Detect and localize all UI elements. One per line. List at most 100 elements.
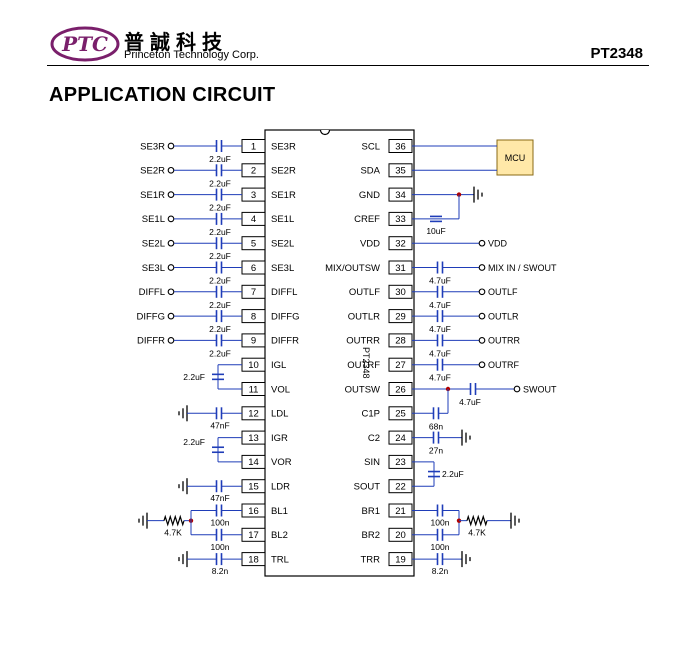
pin-number: 3: [251, 190, 256, 201]
pin-number: 12: [248, 409, 259, 420]
bl-res-value: 4.7K: [164, 528, 182, 538]
input-cap-value: 2.2uF: [209, 348, 231, 358]
output-cap-value: 4.7uF: [429, 373, 451, 383]
pin-number: 29: [395, 311, 406, 322]
pin-name: VOR: [271, 457, 292, 468]
pin-number: 15: [248, 482, 259, 493]
page-header: PTC 普誠科技 Princeton Technology Corp. PT23…: [0, 0, 685, 80]
pin-number: 36: [395, 141, 406, 152]
input-cap-value: 2.2uF: [209, 203, 231, 213]
input-terminal: [167, 142, 175, 150]
pin-name: OUTLF: [349, 287, 380, 298]
pin-number: 2: [251, 166, 256, 177]
input-terminal: [167, 166, 175, 174]
pin-number: 9: [251, 336, 256, 347]
sin-cap-value: 2.2uF: [442, 469, 464, 479]
output-terminal: [478, 288, 486, 296]
input-label: SE3R: [140, 141, 165, 152]
pin-number: 10: [248, 360, 259, 371]
pin-number: 25: [395, 409, 406, 420]
output-cap-value: 4.7uF: [429, 324, 451, 334]
input-terminal: [167, 264, 175, 271]
c2-cap-value: 27n: [429, 446, 443, 456]
pin-number: 14: [248, 457, 259, 468]
output-label: MIX IN / SWOUT: [488, 263, 557, 273]
header-divider: [47, 65, 649, 66]
input-cap-value: 2.2uF: [209, 227, 231, 237]
pin-name: BL2: [271, 530, 288, 541]
pin-name: SDA: [360, 166, 380, 177]
pin-number: 28: [395, 336, 406, 347]
pin-name: TRL: [271, 554, 289, 565]
c1p-cap-value: 68n: [429, 421, 443, 431]
pin-name: IGL: [271, 360, 286, 371]
input-terminal: [167, 337, 175, 344]
svg-text:PTC: PTC: [61, 32, 108, 56]
input-terminal: [167, 239, 175, 247]
ic-part-label: PT2348: [361, 347, 371, 379]
pin-name: SE1R: [271, 190, 296, 201]
pin-name: OUTSW: [345, 384, 380, 395]
vdd-label: VDD: [488, 239, 508, 249]
pin-number: 33: [395, 214, 406, 225]
input-cap-value: 2.2uF: [209, 276, 231, 286]
vol-cap-value: 2.2uF: [183, 372, 205, 382]
input-label: SE2L: [142, 239, 165, 250]
input-terminal: [167, 312, 175, 320]
br-res-value: 4.7K: [468, 528, 486, 538]
input-cap-value: 2.2uF: [209, 251, 231, 261]
input-label: SE1R: [140, 190, 165, 201]
pin-name: SIN: [364, 457, 380, 468]
pin-number: 11: [249, 384, 259, 395]
pin-number: 27: [395, 360, 406, 371]
company-name-english: Princeton Technology Corp.: [124, 49, 259, 61]
pin-name: OUTRF: [347, 360, 380, 371]
output-cap-value: 4.7uF: [429, 300, 451, 310]
vdd-terminal: [478, 239, 486, 247]
pin-name: SE2L: [271, 239, 294, 250]
pin-number: 32: [395, 239, 406, 250]
pin-name: VOL: [271, 384, 290, 395]
trl-cap-value: 8.2n: [212, 566, 229, 576]
pin-number: 35: [395, 166, 406, 177]
pin-number: 31: [395, 263, 406, 274]
pin-number: 17: [248, 530, 259, 541]
pin-name: SE3R: [271, 141, 296, 152]
input-terminal: [167, 191, 175, 198]
pin-number: 5: [251, 239, 256, 250]
pin-number: 34: [395, 190, 406, 201]
part-number: PT2348: [590, 45, 643, 62]
pin-name: LDL: [271, 409, 288, 420]
section-title: APPLICATION CIRCUIT: [49, 84, 276, 106]
input-label: SE3L: [142, 263, 165, 274]
input-terminal: [167, 215, 175, 223]
pin-name: SOUT: [354, 482, 381, 493]
pin-number: 30: [395, 287, 406, 298]
br1-cap-value: 100n: [431, 518, 450, 528]
pin-name: OUTRR: [346, 336, 380, 347]
pin-name: LDR: [271, 482, 290, 493]
pin-name: C2: [368, 433, 380, 444]
pin-name: DIFFL: [271, 287, 297, 298]
output-terminal: [478, 264, 486, 271]
input-cap-value: 2.2uF: [209, 178, 231, 188]
input-label: DIFFR: [137, 336, 165, 347]
input-label: SE1L: [142, 214, 165, 225]
ic-body: [264, 129, 415, 577]
pin-number: 8: [251, 311, 256, 322]
pin-number: 16: [248, 506, 259, 517]
pin-number: 18: [248, 554, 259, 565]
pin-name: C1P: [362, 409, 380, 420]
output-cap-value: 4.7uF: [429, 348, 451, 358]
br2-cap-value: 100n: [431, 542, 450, 552]
pin-name: SE3L: [271, 263, 294, 274]
output-terminal: [478, 361, 486, 369]
pin-number: 22: [395, 482, 406, 493]
vor-cap-value: 2.2uF: [183, 437, 205, 447]
pin-number: 19: [395, 554, 406, 565]
bl1-cap-value: 100n: [211, 518, 230, 528]
ic-notch: [319, 129, 331, 136]
pin-name: DIFFG: [271, 311, 300, 322]
cref-cap-value: 10uF: [426, 226, 445, 236]
